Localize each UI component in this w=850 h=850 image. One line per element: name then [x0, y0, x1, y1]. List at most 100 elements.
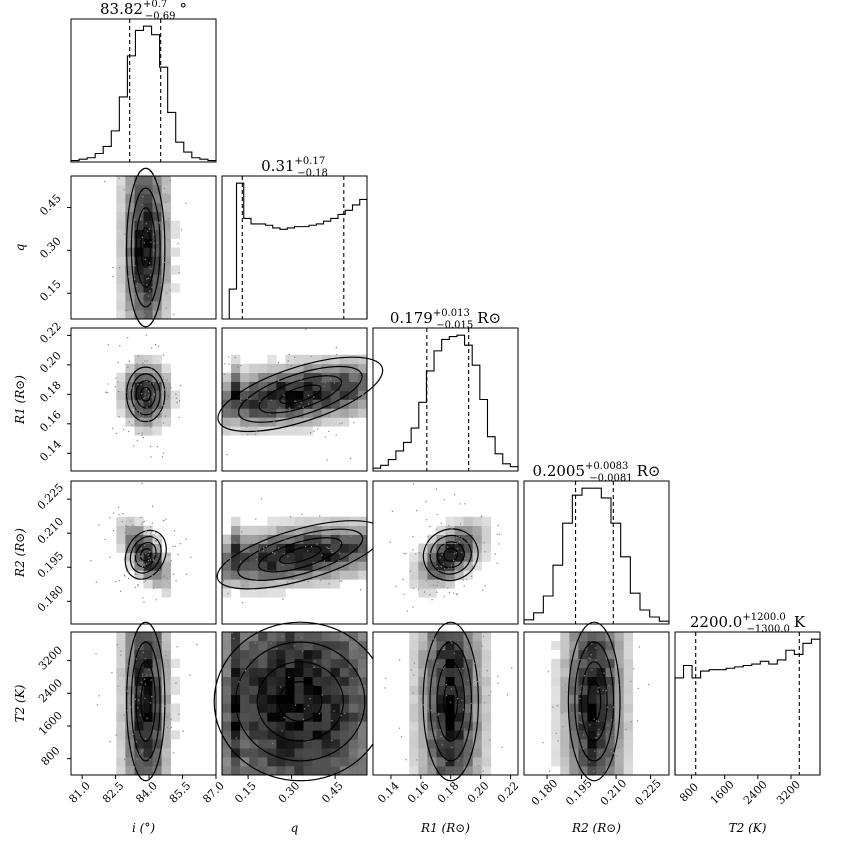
- density-cell: [267, 739, 277, 749]
- density-cell: [560, 640, 570, 651]
- density-cell: [161, 184, 171, 195]
- density-cell: [276, 399, 286, 409]
- scatter-point: [143, 520, 145, 523]
- density-cell: [569, 703, 579, 713]
- density-cell: [258, 730, 268, 740]
- density-cell: [303, 417, 313, 427]
- scatter-point: [156, 445, 159, 448]
- density-cell: [249, 721, 259, 731]
- panel-frame: [674, 631, 821, 776]
- scatter-point: [421, 563, 423, 566]
- scatter-point: [107, 344, 109, 346]
- density-cell: [170, 712, 181, 722]
- scatter-point: [412, 535, 414, 538]
- scatter-point: [166, 716, 169, 719]
- density-cell: [152, 417, 162, 427]
- scatter-point: [300, 378, 302, 380]
- density-cell: [267, 757, 277, 767]
- scatter-point: [145, 563, 148, 565]
- density-cell: [348, 757, 359, 767]
- scatter-point: [443, 499, 445, 501]
- contour-line: [237, 528, 364, 581]
- density-cell: [222, 757, 232, 767]
- density-cell: [303, 543, 313, 553]
- density-cell: [312, 748, 322, 758]
- density-cell: [258, 408, 268, 418]
- density-cell: [249, 694, 259, 704]
- density-cell: [303, 381, 313, 391]
- density-cell: [267, 543, 277, 553]
- scatter-point: [140, 547, 143, 549]
- scatter-point: [648, 683, 650, 686]
- scatter-point: [441, 744, 443, 746]
- density-cell: [303, 579, 313, 589]
- density-cell: [240, 552, 250, 562]
- density-cell: [258, 640, 268, 651]
- density-cell: [427, 640, 437, 651]
- scatter-point: [146, 278, 148, 280]
- x-tick-label: 84.0: [133, 779, 160, 806]
- scatter-point: [471, 565, 474, 567]
- density-cell: [481, 730, 492, 740]
- scatter-point: [459, 523, 462, 525]
- density-cell: [312, 408, 322, 418]
- histogram-steps: [222, 182, 368, 320]
- scatter-point: [229, 557, 232, 560]
- scatter-point: [173, 752, 175, 754]
- scatter-point: [271, 551, 274, 554]
- scatter-point: [453, 552, 456, 555]
- density-cell: [445, 712, 455, 722]
- density-cell: [339, 739, 350, 749]
- scatter-point: [244, 417, 247, 420]
- density-cell: [454, 676, 464, 686]
- density-cell: [161, 588, 171, 598]
- density-cell: [294, 552, 304, 562]
- density-cell: [116, 238, 126, 248]
- y-axis-label: q: [13, 243, 27, 251]
- scatter-point: [143, 242, 146, 244]
- density-cell: [357, 730, 368, 740]
- density-cell: [560, 694, 570, 704]
- density-cell: [348, 552, 359, 562]
- scatter-point: [168, 396, 170, 398]
- density-cell: [623, 632, 634, 642]
- scatter-point: [136, 363, 139, 365]
- density-cell: [321, 703, 332, 713]
- density-cell: [276, 372, 286, 382]
- density-cell: [339, 390, 350, 400]
- scatter-point: [289, 409, 291, 411]
- density-cell: [596, 649, 606, 660]
- panel-frame: [221, 631, 368, 776]
- density-cell: [294, 739, 304, 749]
- x-tick-label: 85.5: [167, 779, 194, 806]
- density-cell: [152, 561, 162, 571]
- density-cell: [152, 363, 162, 373]
- density-cell: [623, 640, 634, 651]
- density-cell: [418, 757, 428, 767]
- density-cell: [312, 570, 322, 580]
- scatter-point: [594, 647, 597, 649]
- density-cell: [285, 667, 295, 677]
- scatter-point: [340, 714, 342, 717]
- density-cell: [258, 667, 268, 677]
- density-cell: [125, 766, 135, 776]
- density-cell: [143, 748, 153, 758]
- density-cell: [249, 579, 259, 589]
- scatter-point: [306, 550, 309, 552]
- density-cell: [222, 632, 232, 642]
- density-cell: [161, 739, 171, 749]
- density-cell: [285, 748, 295, 758]
- density-cell: [339, 766, 350, 776]
- density-cell: [436, 739, 446, 749]
- density-cell: [569, 676, 579, 686]
- scatter-point: [137, 699, 140, 701]
- density-cell: [357, 649, 368, 660]
- panel-frame: [221, 327, 368, 472]
- scatter-point: [630, 720, 632, 723]
- panel-frame: [70, 327, 217, 472]
- density-cell: [116, 748, 126, 758]
- panel-hist-i: 83.82+0.7−0.69°: [70, 0, 217, 163]
- scatter-point: [301, 539, 303, 541]
- density-cell: [357, 748, 368, 758]
